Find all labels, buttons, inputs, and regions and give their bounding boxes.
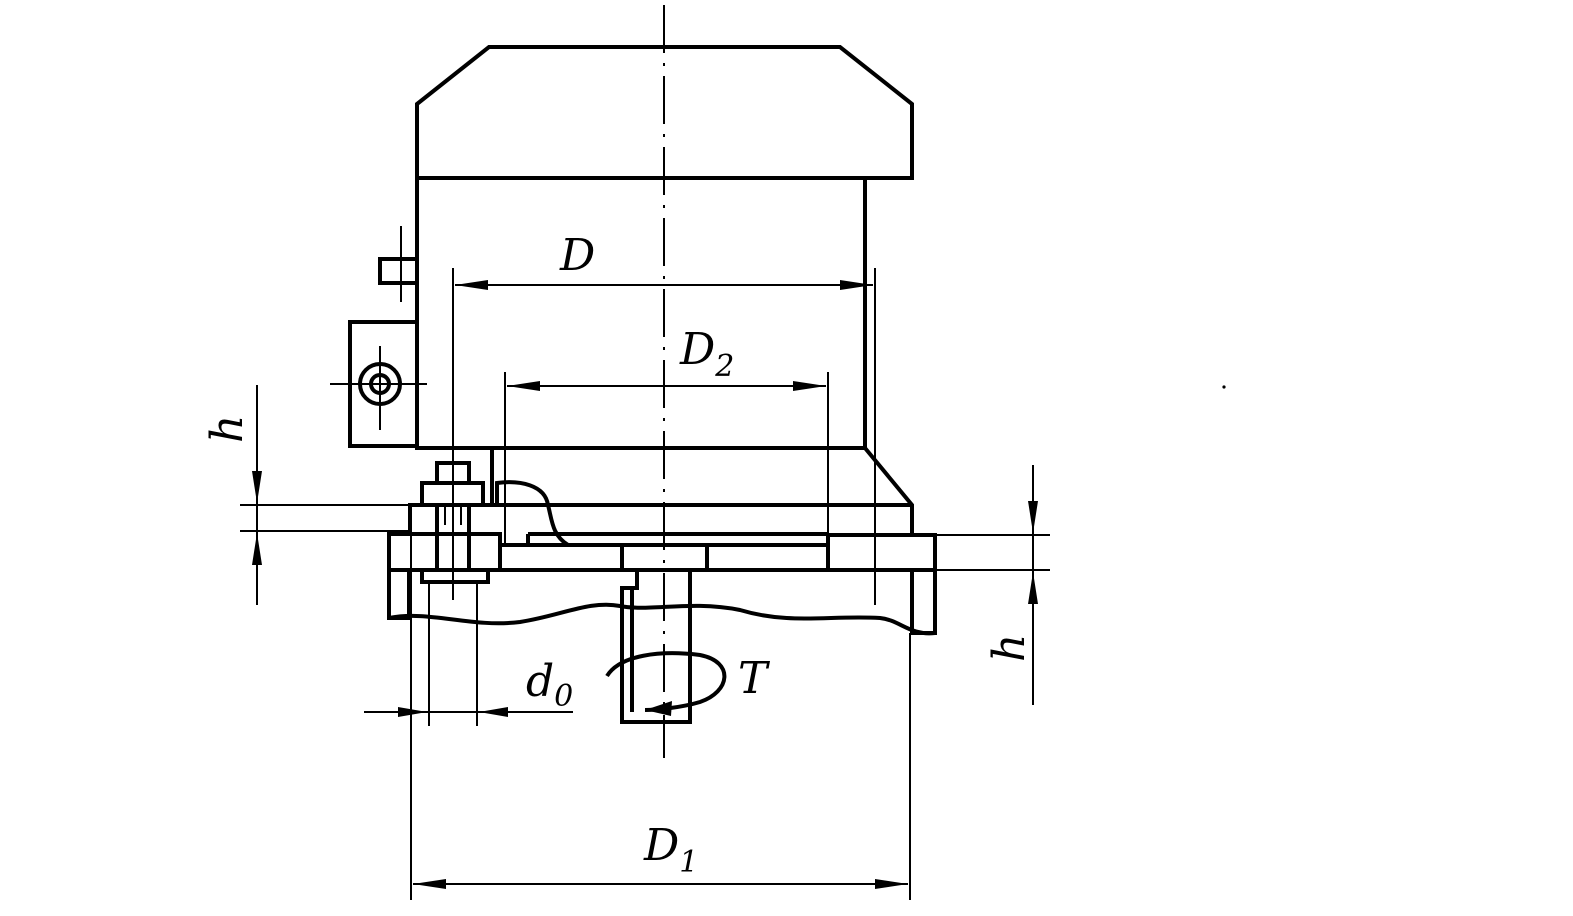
base-plate-left [387, 532, 502, 572]
bolt-nut [420, 568, 490, 584]
dim-h-left-arrow-top [252, 471, 262, 503]
label-d0-main: d [526, 656, 554, 707]
label-D2-sub: 2 [714, 349, 734, 384]
label-d0: d0 [526, 656, 573, 714]
label-h-left: h [202, 415, 253, 443]
dim-h-right-arrow-bottom [1028, 572, 1038, 604]
dim-D2-arrow-right [793, 381, 826, 391]
label-D2-main: D [679, 324, 715, 375]
label-d0-sub: 0 [554, 679, 573, 714]
dim-D-arrow-right [840, 280, 873, 290]
dim-d0-arrow-left [398, 707, 427, 717]
terminal-tab [378, 257, 419, 285]
motor-flange-taper [863, 446, 914, 535]
dim-D1-arrow-right [875, 879, 908, 889]
label-D: D [559, 230, 595, 281]
label-T: T [738, 653, 771, 704]
motor-top-cap [415, 45, 914, 180]
label-D1-main: D [643, 820, 679, 871]
break-line [388, 602, 936, 636]
label-D1-sub: 1 [679, 845, 698, 880]
dim-h-right-arrow-top [1028, 501, 1038, 533]
shaft [620, 568, 692, 724]
motor-body [415, 178, 867, 450]
stray-dot [1222, 385, 1226, 389]
dim-D-arrow-left [455, 280, 488, 290]
dim-D1-arrow-left [413, 879, 446, 889]
base-plate-right [826, 533, 937, 572]
dim-d0-arrow-right [479, 707, 508, 717]
label-D2: D2 [679, 324, 734, 384]
torque-arc [605, 651, 727, 712]
label-h-right: h [984, 634, 1035, 662]
base-right-skirt [910, 568, 937, 635]
torque-arrowhead [645, 701, 672, 716]
dim-D2-arrow-left [507, 381, 540, 391]
dim-h-left-arrow-bottom [252, 533, 262, 565]
label-D1: D1 [643, 820, 698, 880]
base-left-skirt [387, 534, 411, 620]
